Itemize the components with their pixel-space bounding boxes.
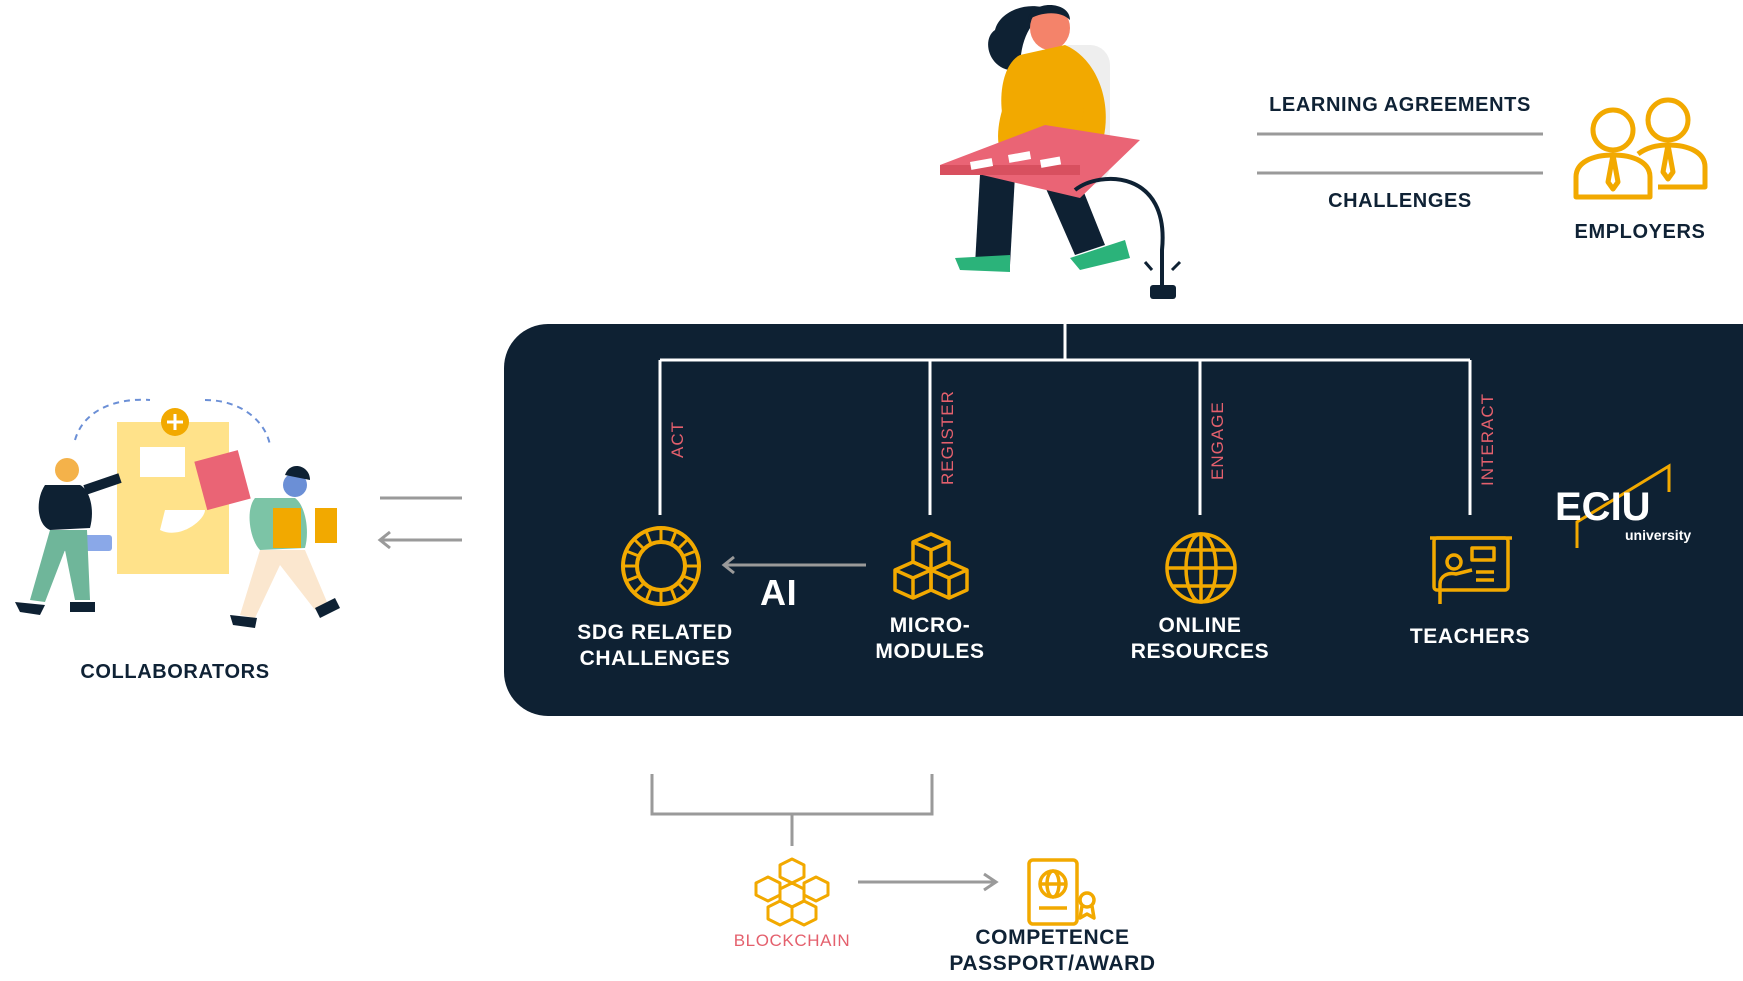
eciu-logo-word: ECIU <box>1555 485 1651 529</box>
teachers-label: TEACHERS <box>1409 625 1531 648</box>
learning-agreements-label: LEARNING AGREEMENTS <box>1269 94 1531 116</box>
online-label-line2: RESOURCES <box>1130 640 1270 664</box>
sdg-challenges-label: SDG RELATED CHALLENGES <box>555 620 755 673</box>
sdg-label-line1: SDG RELATED <box>577 621 733 644</box>
blockchain-icon <box>754 857 830 927</box>
micro-label-line2: MODULES <box>875 640 985 664</box>
online-label-line1: ONLINE <box>1158 614 1242 637</box>
eciu-platform-panel <box>504 324 1743 716</box>
collaborators-label: COLLABORATORS <box>80 661 270 683</box>
ai-label: AI <box>760 572 798 613</box>
sdg-wheel-icon <box>621 526 701 606</box>
collaborators-arrows <box>377 496 462 550</box>
blockchain-label: BLOCKCHAIN <box>733 931 851 950</box>
passport-label-line1: COMPETENCE <box>975 926 1130 949</box>
competence-passport-icon <box>1027 858 1096 926</box>
eciu-logo-sub: university <box>1625 527 1692 543</box>
globe-icon <box>1165 532 1237 604</box>
passport-label-line2: PASSPORT/AWARD <box>949 952 1156 976</box>
eciu-logo-frame <box>1575 463 1671 548</box>
competence-passport-label: COMPETENCE PASSPORT/AWARD <box>930 925 1175 978</box>
top-connector-lines <box>1257 132 1543 175</box>
teacher-board-icon <box>1430 536 1512 604</box>
employers-label: EMPLOYERS <box>1574 221 1706 243</box>
student-at-desk-illustration <box>940 5 1182 299</box>
cubes-icon <box>893 532 969 600</box>
collaborators-illustration <box>15 398 340 628</box>
challenges-top-label: CHALLENGES <box>1328 190 1472 212</box>
micro-label-line1: MICRO- <box>889 614 971 637</box>
online-resources-label: ONLINE RESOURCES <box>1100 613 1300 666</box>
ai-arrow <box>721 555 866 575</box>
employers-icon <box>1573 97 1708 200</box>
micro-modules-label: MICRO- MODULES <box>840 613 1020 666</box>
sdg-label-line2: CHALLENGES <box>579 647 731 671</box>
